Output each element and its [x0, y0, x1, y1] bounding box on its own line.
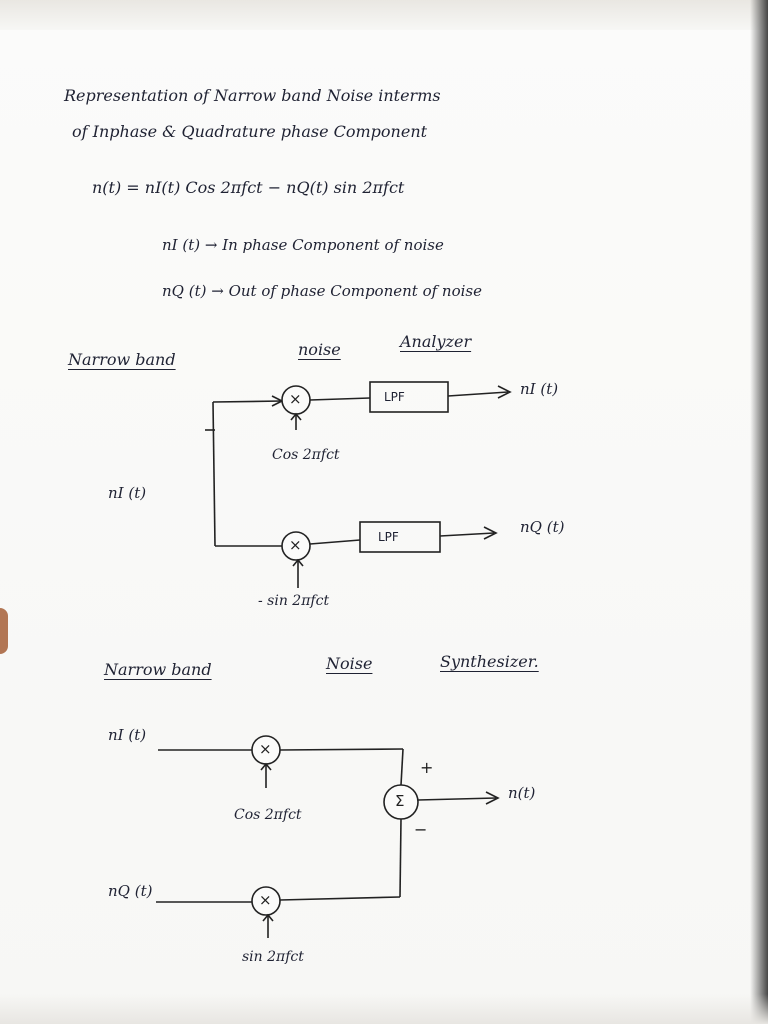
synthesizer-heading-word3: Synthesizer. [440, 652, 539, 671]
analyzer-bottom-output-arrowhead [483, 526, 498, 540]
page-top-shadow [0, 0, 768, 30]
synth-top-carrier-arrowhead [260, 762, 272, 771]
analyzer-top-lpf-label: LPF [384, 390, 405, 404]
quadrature-definition: nQ (t) → Out of phase Component of noise [162, 282, 482, 300]
summer-circle [383, 784, 419, 820]
title-line-2: of Inphase & Quadrature phase Component [72, 122, 428, 141]
synth-output-label: n(t) [508, 784, 536, 802]
analyzer-output-inphase: nI (t) [520, 380, 559, 398]
analyzer-split-wire [212, 401, 216, 547]
synth-upper-carrier: Cos 2πfct [234, 807, 302, 823]
analyzer-top-lpf-box [369, 381, 449, 413]
analyzer-bottom-mult-to-lpf [309, 539, 361, 545]
analyzer-lower-carrier: - sin 2πfct [258, 593, 330, 609]
analyzer-bottom-lpf-label: LPF [378, 530, 399, 544]
analyzer-bottom-multiplier-circle [281, 531, 311, 561]
synth-bottom-carrier-arrowhead [262, 913, 274, 922]
finger-mark [0, 608, 8, 654]
synth-bottom-to-summer-wire-h [279, 896, 401, 901]
analyzer-top-multiplier-symbol: × [289, 390, 302, 408]
summer-minus-sign: − [414, 820, 428, 839]
noise-equation: n(t) = nI(t) Cos 2πfct − nQ(t) sin 2πfct [92, 178, 405, 197]
synth-input-quadrature: nQ (t) [108, 882, 153, 900]
analyzer-top-mult-to-lpf [309, 397, 371, 401]
title-line-1: Representation of Narrow band Noise inte… [64, 86, 441, 105]
analyzer-top-output-wire [447, 391, 509, 397]
analyzer-heading-word3: Analyzer [400, 332, 472, 351]
synth-lower-carrier: sin 2πfct [242, 949, 304, 965]
analyzer-top-wire [212, 400, 283, 403]
synth-input-inphase: nI (t) [108, 726, 147, 744]
analyzer-heading-word1: Narrow band [68, 350, 176, 369]
analyzer-bottom-output-wire [439, 532, 495, 537]
analyzer-bottom-carrier-arrowhead [292, 558, 304, 567]
synth-bottom-to-summer-wire-v [399, 818, 402, 898]
inphase-definition: nI (t) → In phase Component of noise [162, 236, 444, 254]
analyzer-bottom-lpf-box [359, 521, 441, 553]
analyzer-bottom-multiplier-symbol: × [289, 536, 302, 554]
synth-bottom-multiplier-circle [251, 886, 281, 916]
synth-top-to-summer-wire-v [400, 748, 404, 786]
summer-output-arrowhead [485, 791, 500, 805]
analyzer-upper-carrier: Cos 2πfct [272, 447, 340, 463]
synthesizer-heading-word1: Narrow band [104, 660, 212, 679]
page-bottom-edge [0, 994, 768, 1024]
analyzer-heading-word2: noise [298, 340, 341, 359]
page-right-edge [750, 0, 768, 1024]
summer-symbol: Σ [395, 792, 405, 810]
analyzer-output-quadrature: nQ (t) [520, 518, 565, 536]
analyzer-top-output-arrowhead [497, 385, 512, 399]
synth-bottom-multiplier-symbol: × [259, 891, 272, 909]
analyzer-input-label: nI (t) [108, 484, 147, 502]
summer-output-wire [417, 797, 497, 801]
synth-top-multiplier-symbol: × [259, 740, 272, 758]
synth-top-to-summer-wire-h [279, 748, 404, 751]
summer-plus-sign: + [420, 758, 434, 777]
synthesizer-heading-word2: Noise [326, 654, 373, 673]
analyzer-top-carrier-arrowhead [290, 412, 302, 421]
